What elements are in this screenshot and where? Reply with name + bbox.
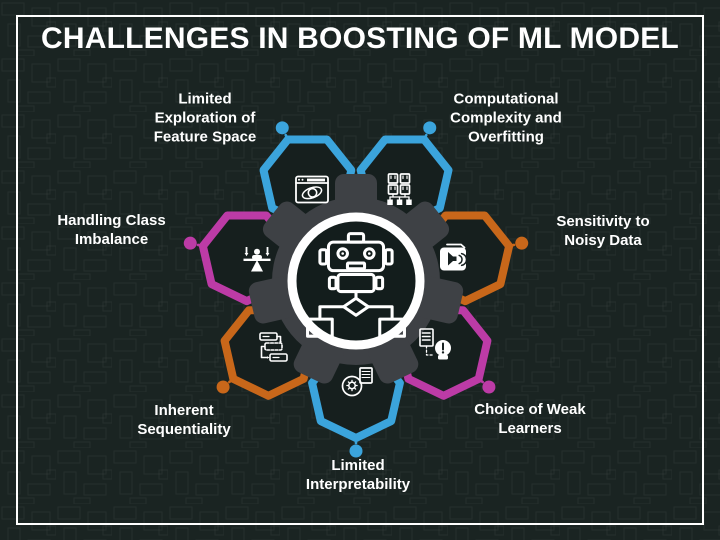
item-label-sensitivity-noisy-data: Sensitivity to Noisy Data [556, 213, 650, 249]
item-label-weak-learners: Choice of Weak Learners [474, 401, 586, 437]
connector-dot-handling-class-imbalance [183, 236, 197, 250]
item-label-computational-complexity: Computational Complexity and Overfitting [450, 90, 562, 146]
icons-layer [243, 173, 468, 397]
item-label-class-imbalance: Handling Class Imbalance [57, 212, 166, 248]
gear-tooth [335, 174, 377, 216]
page-title: CHALLENGES IN BOOSTING OF ML MODEL [41, 22, 679, 55]
connector-dot-limited-exploration-of-feature-space [275, 121, 289, 135]
connector-dot-sensitivity-to-noisy-data [515, 236, 529, 250]
central-hub [287, 212, 425, 350]
gear-tooth [416, 276, 464, 324]
item-label-limited-interpretability: Limited Interpretability [305, 457, 411, 493]
hub-ring [287, 212, 425, 350]
document-head-alert-icon [419, 328, 451, 360]
robot-flowchart-icon [306, 232, 406, 338]
item-label-inherent-sequentiality: Inherent Sequentiality [137, 402, 231, 438]
folder-speaker-icon [440, 243, 468, 271]
gear-tooth [293, 333, 344, 384]
gear-tooth [248, 276, 296, 324]
window-orbit-icon [295, 175, 329, 204]
connector-dot-choice-of-weak-learners [482, 380, 496, 394]
connector-dot-inherent-sequentiality [216, 380, 230, 394]
connector-dot-computational-complexity-and-overfitting [423, 121, 437, 135]
head-gear-document-icon [341, 367, 373, 397]
balance-seesaw-icon [243, 247, 271, 272]
gear-tooth [368, 333, 419, 384]
item-label-limited-exploration: Limited Exploration of Feature Space [153, 90, 257, 146]
connector-dot-limited-interpretability [349, 444, 363, 458]
sequence-steps-icon [259, 332, 288, 362]
chip-blocks-icon [387, 173, 412, 205]
